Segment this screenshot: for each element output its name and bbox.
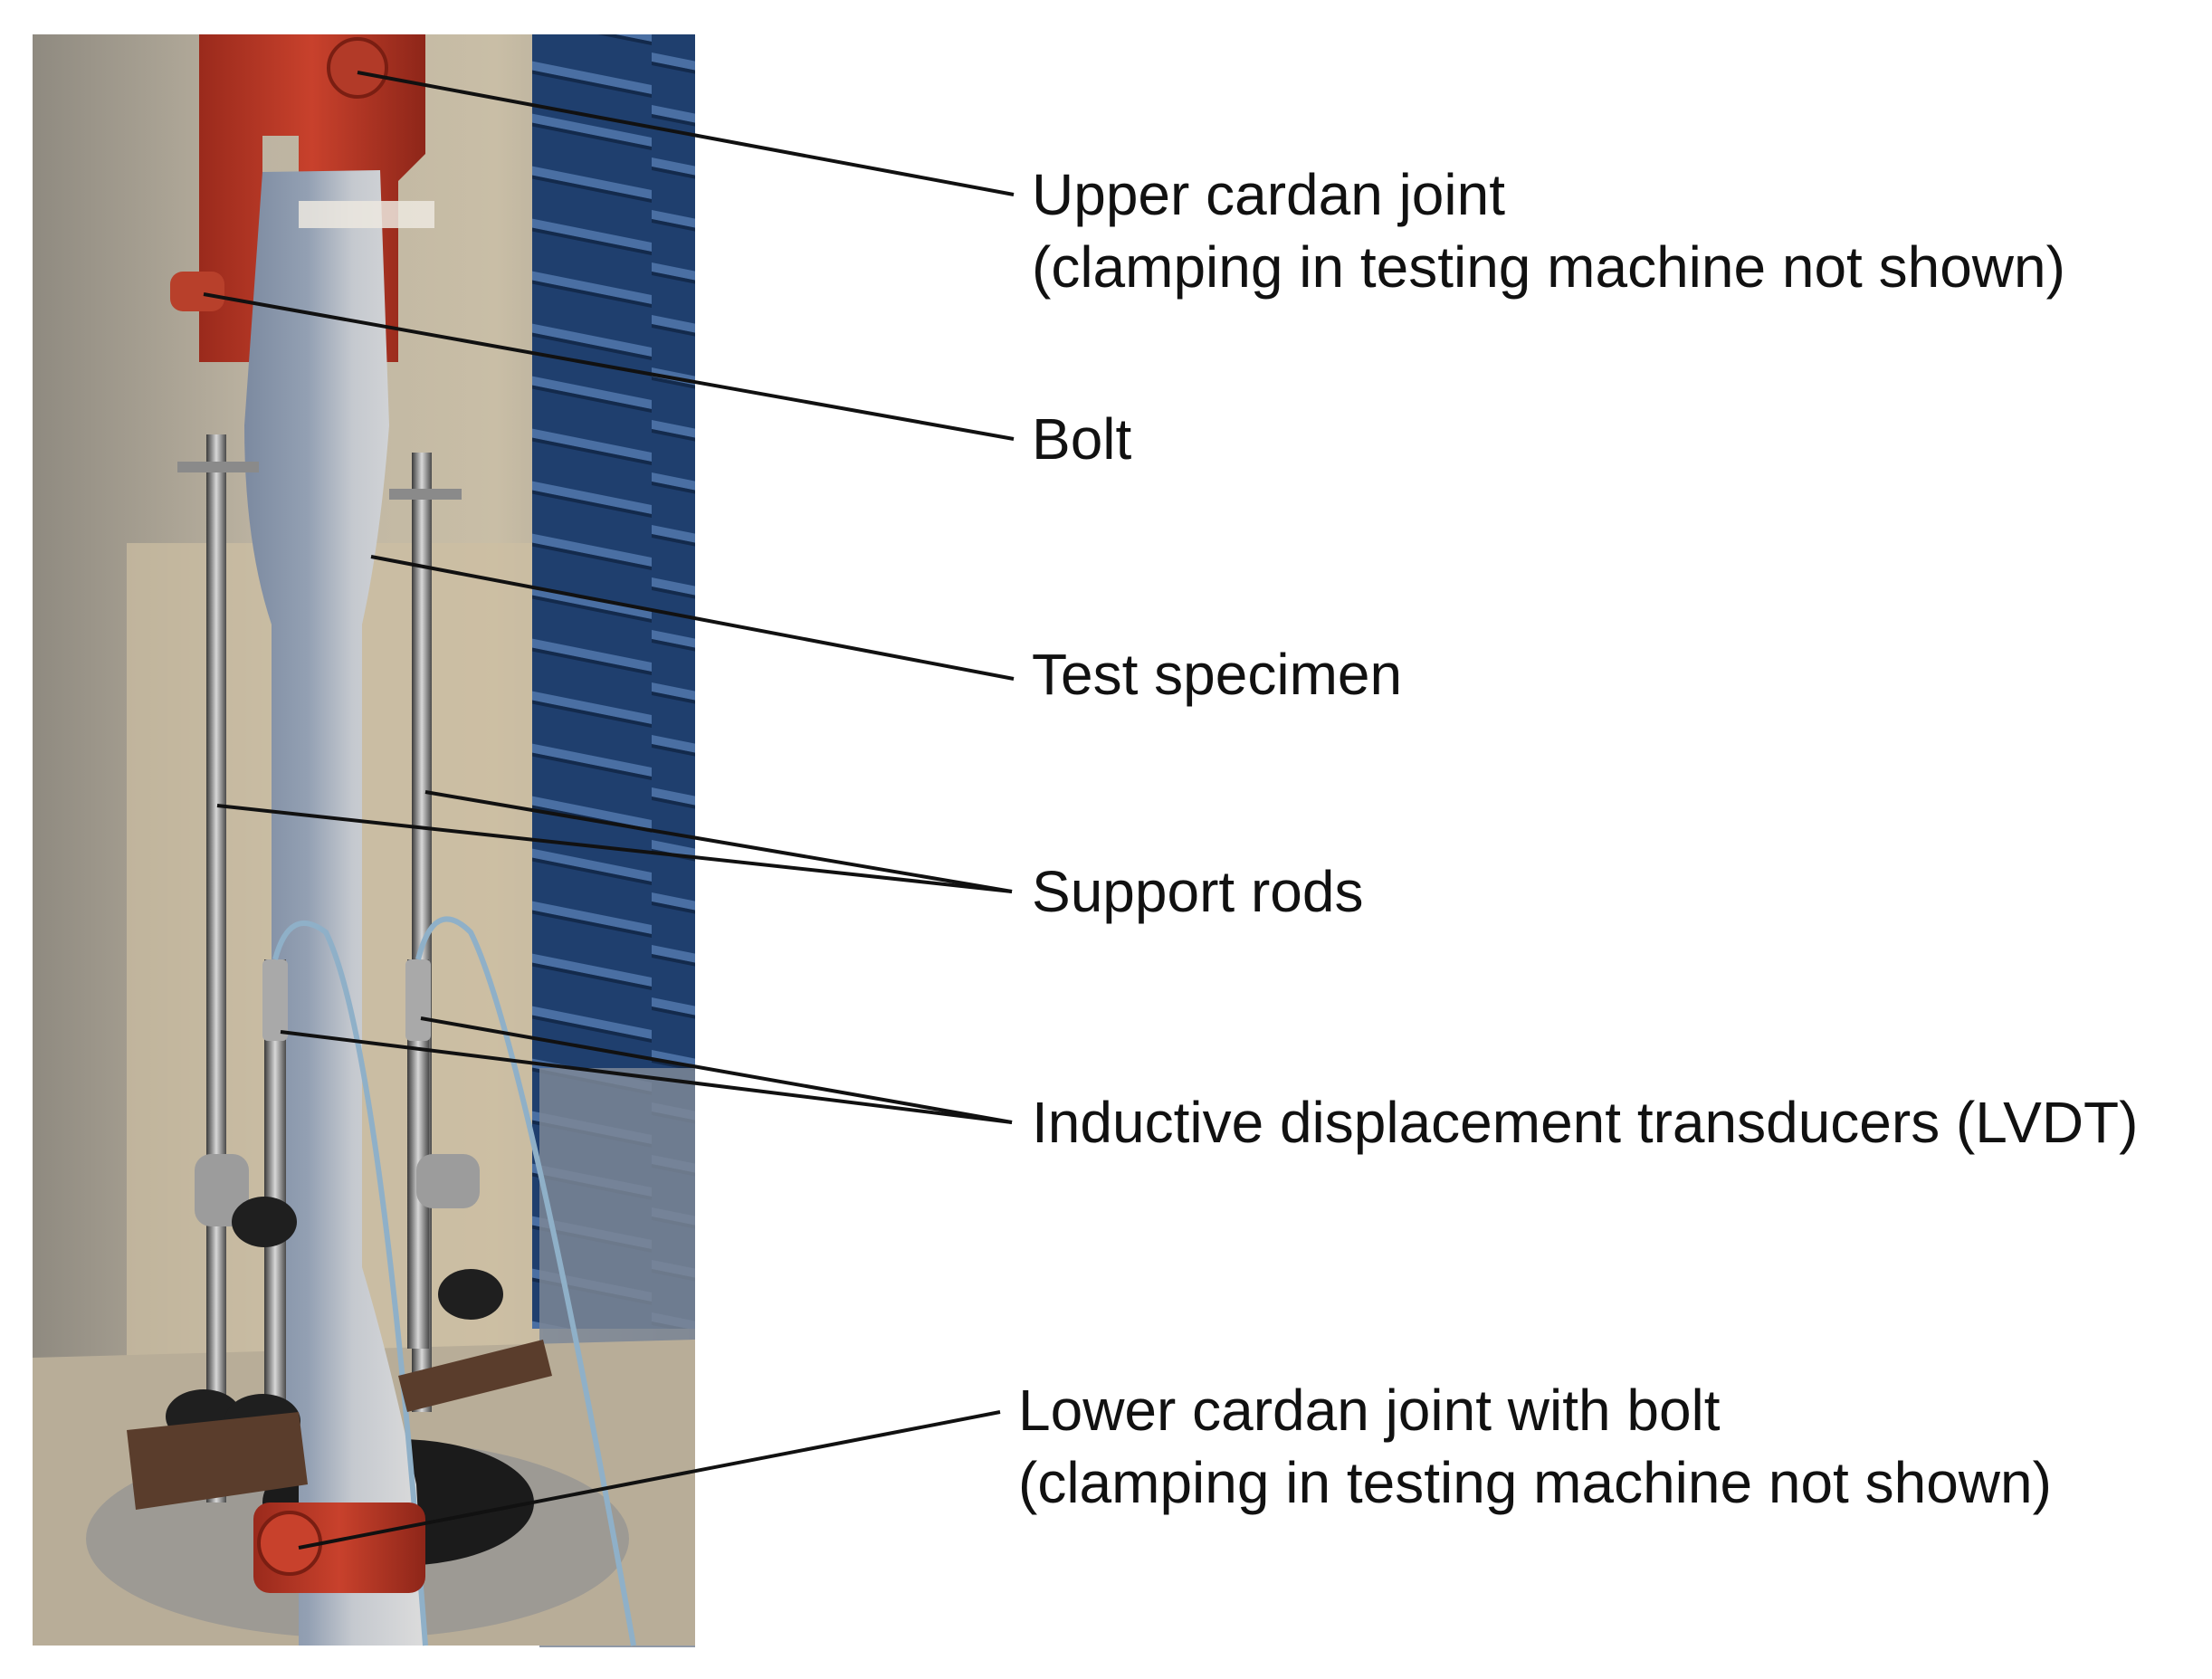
label-upper-cardan-joint: Upper cardan joint (clamping in testing …	[1032, 158, 2065, 303]
lvdt-connector-right	[405, 959, 431, 1041]
clamp-knob-left	[232, 1197, 297, 1247]
label-lvdt: Inductive displacement transducers (LVDT…	[1032, 1086, 2138, 1159]
leader-lvdt-left	[280, 1030, 1013, 1124]
leader-upper-joint	[357, 71, 1015, 196]
lvdt-connector-left	[262, 959, 288, 1041]
base-plate-right	[398, 1340, 552, 1412]
leader-specimen	[370, 555, 1015, 681]
label-specimen-line1: Test specimen	[1032, 642, 1403, 707]
label-lvdt-line1: Inductive displacement transducers (LVDT…	[1032, 1090, 2139, 1155]
test-specimen	[244, 170, 425, 1646]
rod-plate-left	[177, 462, 259, 472]
lvdt-cable-right	[415, 916, 636, 1646]
upper-joint-pin	[327, 37, 388, 99]
label-test-specimen: Test specimen	[1032, 638, 1402, 711]
label-lower-joint-line1: Lower cardan joint with bolt	[1018, 1378, 1721, 1443]
leader-lvdt-right	[420, 1016, 1013, 1124]
clamp-knob-right	[438, 1269, 503, 1320]
lvdt-cable-left	[272, 921, 428, 1646]
specimen-label-tag	[299, 201, 434, 228]
upper-bolt	[170, 272, 224, 311]
rod-plate-right	[389, 489, 462, 500]
leader-lower-joint	[298, 1410, 1001, 1550]
label-bolt: Bolt	[1032, 403, 1131, 475]
label-upper-joint-line2: (clamping in testing machine not shown)	[1032, 234, 2065, 300]
label-upper-joint-line1: Upper cardan joint	[1032, 162, 1505, 227]
clamp-right	[416, 1154, 480, 1208]
label-lower-joint-line2: (clamping in testing machine not shown)	[1018, 1450, 2052, 1515]
leader-rod-right	[424, 790, 1013, 893]
support-rod-left	[206, 434, 226, 1503]
leader-bolt	[203, 292, 1015, 441]
lower-joint-bolt	[257, 1511, 322, 1576]
base-plate-left	[127, 1412, 308, 1510]
leader-rod-left	[216, 804, 1013, 893]
clamp-left	[195, 1154, 249, 1226]
label-lower-cardan-joint: Lower cardan joint with bolt (clamping i…	[1018, 1374, 2052, 1519]
label-bolt-line1: Bolt	[1032, 406, 1132, 472]
label-support-rods-line1: Support rods	[1032, 859, 1364, 924]
label-support-rods: Support rods	[1032, 855, 1363, 928]
leader-lines	[203, 71, 1015, 1550]
